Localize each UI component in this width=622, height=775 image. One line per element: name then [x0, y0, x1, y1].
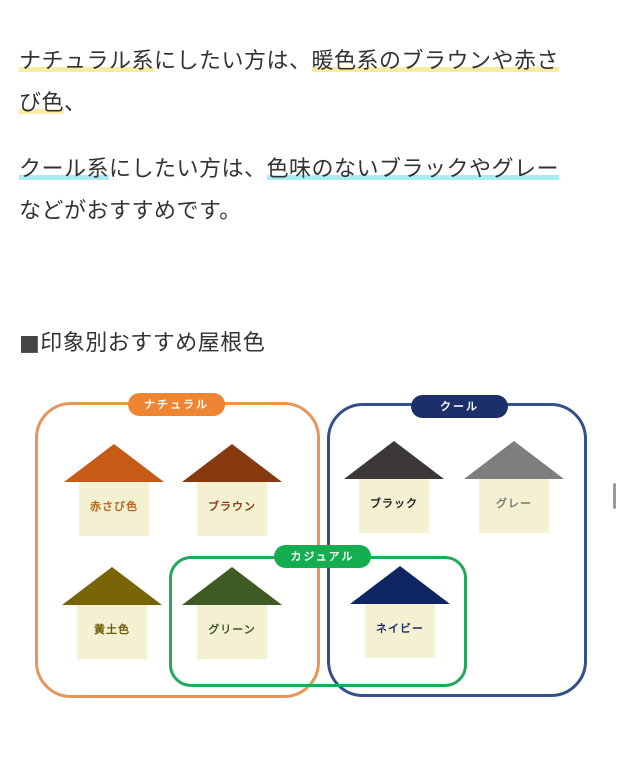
house-ocher: 黄土色: [62, 567, 162, 661]
highlight-natural: ナチュラル系: [19, 49, 155, 74]
house-black: ブラック: [344, 441, 444, 535]
square-bullet-icon: ■: [19, 331, 41, 356]
highlight-warm-colors-cont: び色: [19, 91, 65, 116]
house-gray: グレー: [464, 441, 564, 535]
intro-paragraph-2: クール系にしたい方は、色味のないブラックやグレーなどがおすすめです。: [19, 149, 604, 233]
intro-paragraph-1: ナチュラル系にしたい方は、暖色系のブラウンや赤さび色、: [19, 41, 604, 125]
roof-shape: [464, 441, 564, 479]
highlight-warm-colors: 暖色系のブラウンや赤さ: [311, 49, 560, 74]
intro-text-end: 、: [64, 91, 87, 116]
house-label: グリーン: [197, 605, 267, 659]
house-rust: 赤さび色: [64, 444, 164, 538]
house-label: 赤さび色: [79, 482, 149, 536]
section-heading: ■印象別おすすめ屋根色: [19, 326, 265, 362]
highlight-cool: クール系: [19, 157, 110, 182]
roof-shape: [64, 444, 164, 482]
house-label: グレー: [479, 479, 549, 533]
intro-text: にしたい方は、: [154, 49, 312, 74]
group-label-casual: カジュアル: [274, 545, 371, 568]
roof-shape: [182, 567, 282, 605]
house-label: ブラウン: [197, 482, 267, 536]
roof-shape: [62, 567, 162, 605]
group-label-natural: ナチュラル: [128, 393, 225, 416]
roof-shape: [182, 444, 282, 482]
roof-shape: [350, 566, 450, 604]
highlight-neutral-colors: 色味のないブラックやグレー: [266, 157, 560, 182]
house-label: ブラック: [359, 479, 429, 533]
house-label: 黄土色: [77, 605, 147, 659]
section-heading-text: 印象別おすすめ屋根色: [40, 331, 266, 356]
house-label: ネイビー: [365, 604, 435, 658]
house-green: グリーン: [182, 567, 282, 661]
house-brown: ブラウン: [182, 444, 282, 538]
intro-text: にしたい方は、: [109, 157, 267, 182]
intro-text-end: などがおすすめです。: [19, 199, 242, 224]
house-navy: ネイビー: [350, 566, 450, 660]
group-label-cool: クール: [411, 395, 508, 418]
scrollbar-thumb[interactable]: [613, 483, 616, 509]
roof-shape: [344, 441, 444, 479]
